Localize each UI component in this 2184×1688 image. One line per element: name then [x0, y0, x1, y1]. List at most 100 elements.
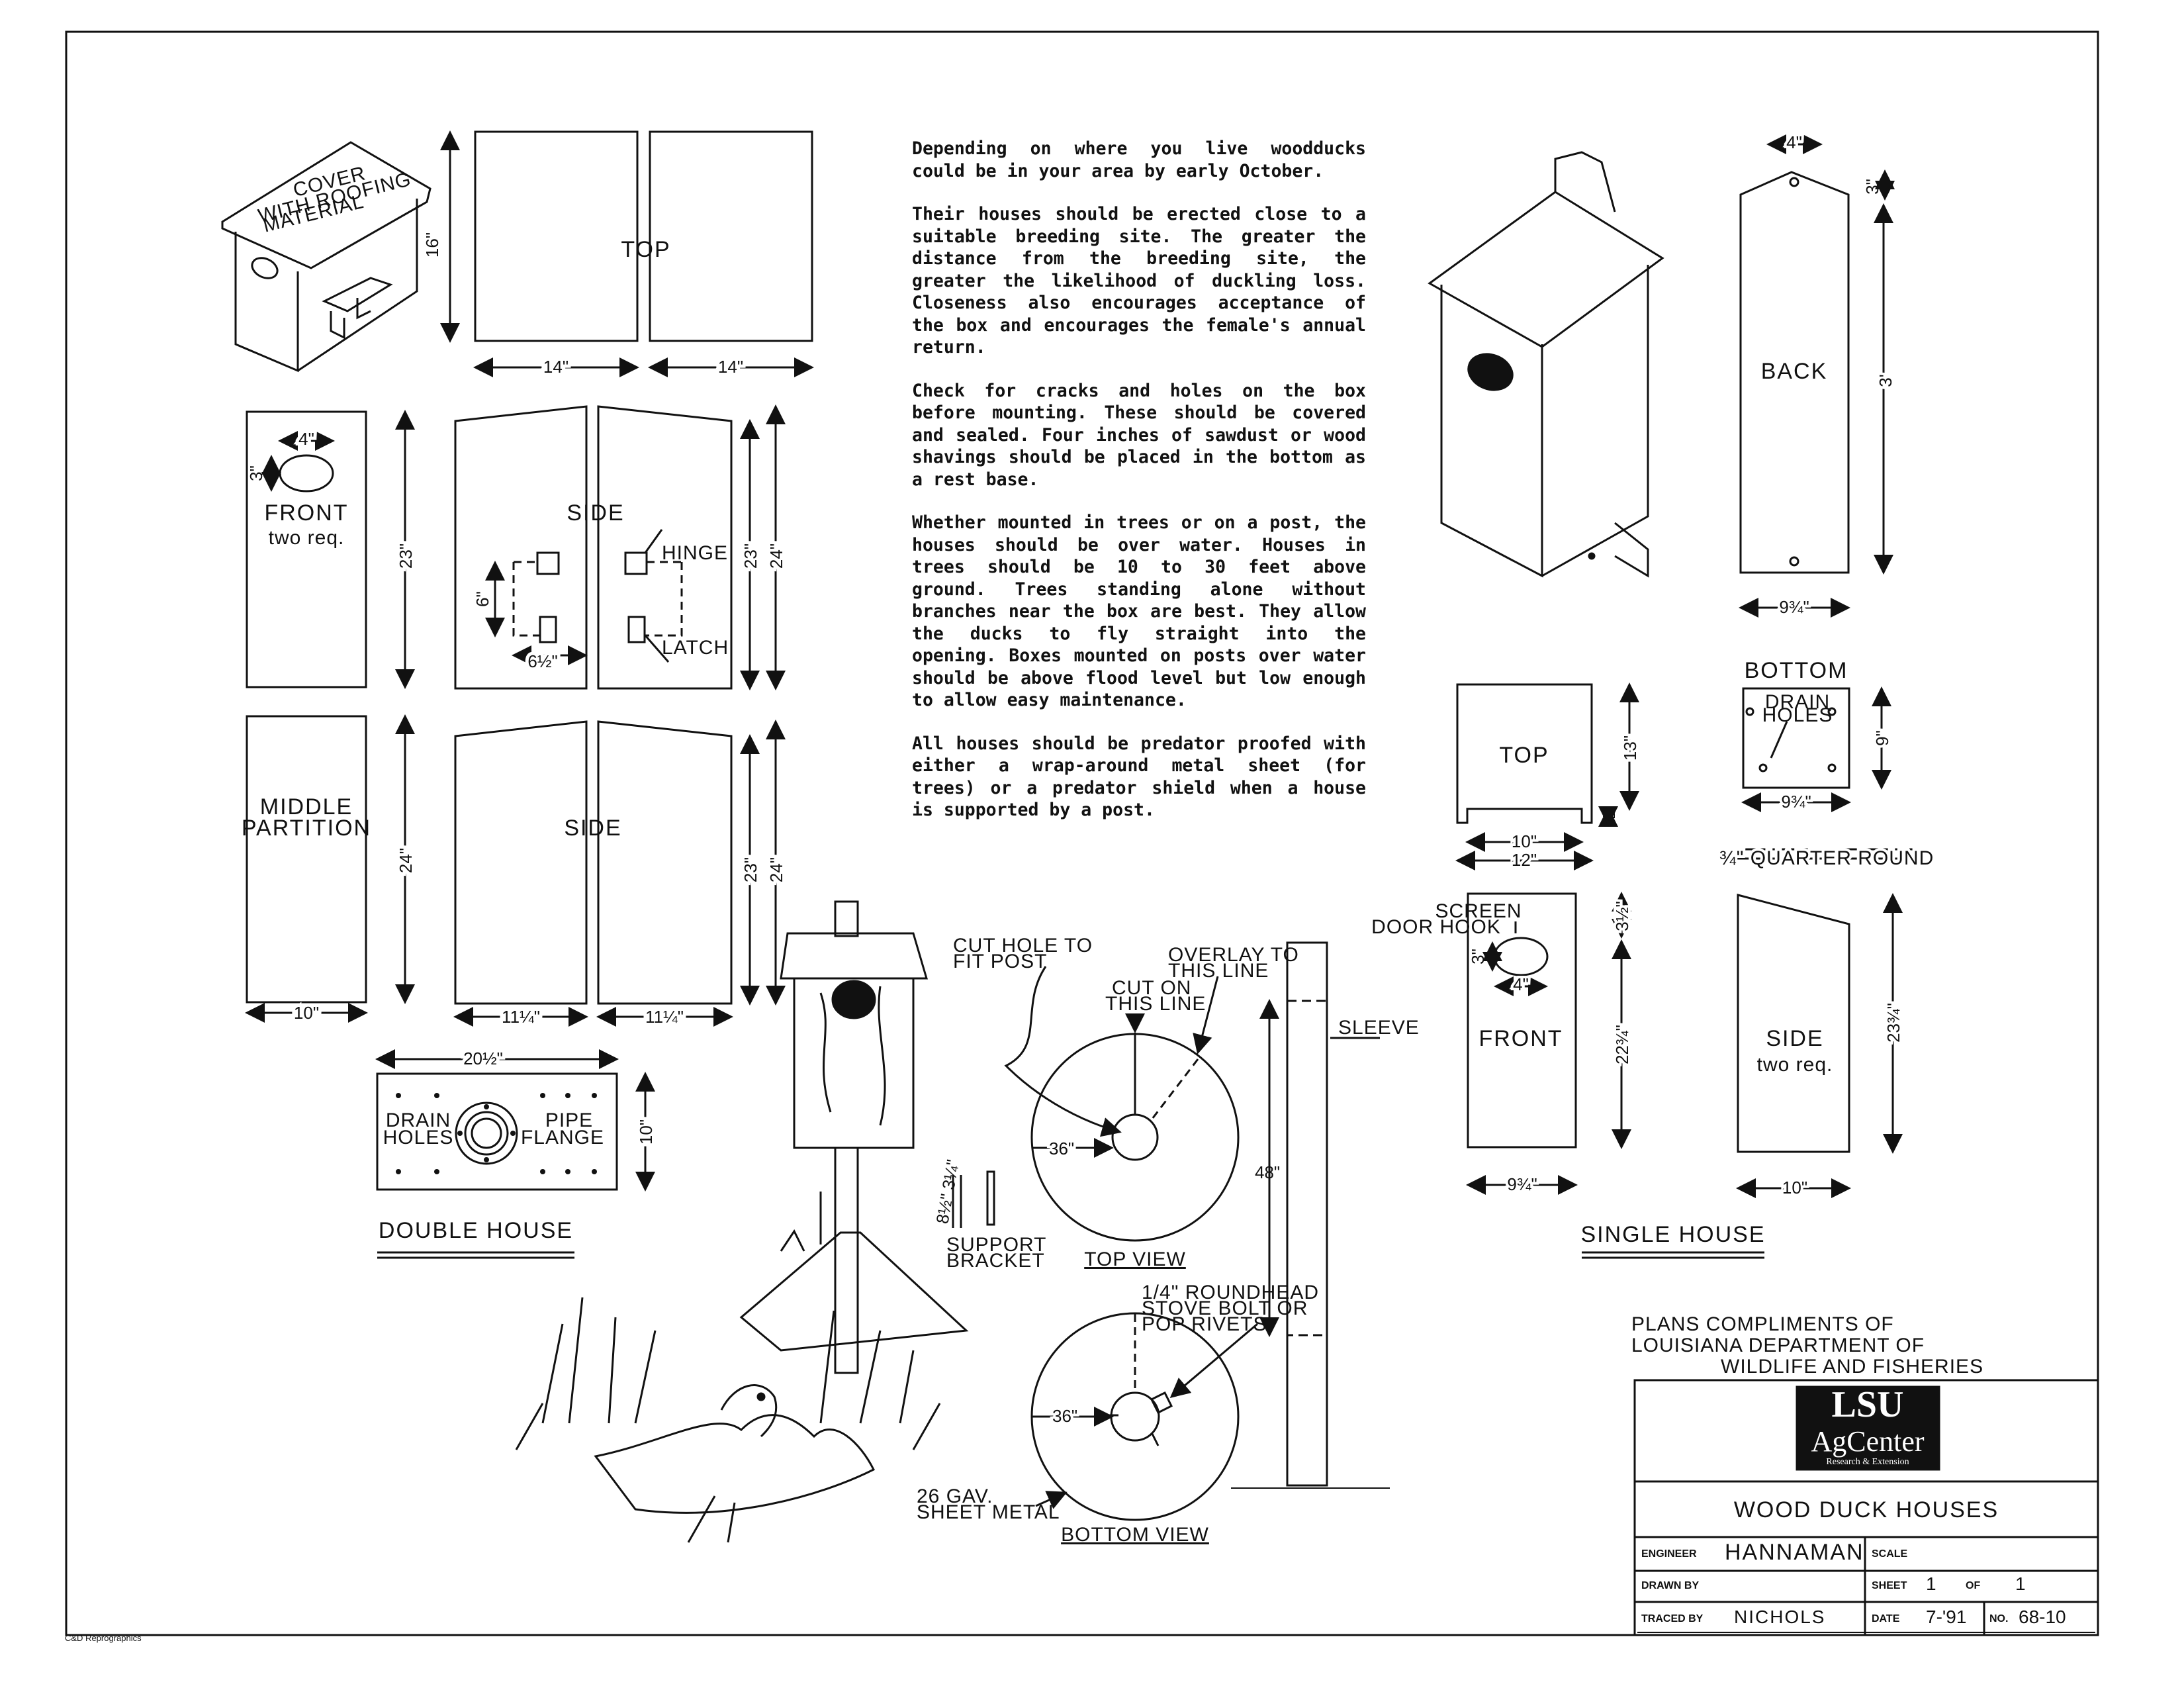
double-side-1-left — [454, 405, 588, 690]
double-front-hole-width: 4" — [298, 429, 314, 449]
logo-line-1: LSU — [1832, 1384, 1904, 1425]
single-top-label: TOP — [1499, 743, 1549, 768]
bottom-drain-1: DRAIN — [1765, 691, 1830, 713]
metal-2: SHEET METAL — [917, 1501, 1060, 1523]
sleeve-length: 48" — [1255, 1162, 1280, 1182]
bolt-2: STOVE BOLT OR — [1142, 1297, 1308, 1319]
no-value: 68-10 — [2019, 1607, 2066, 1627]
back-top-height: 3" — [1862, 179, 1882, 195]
note-paragraph: Their houses should be erected close to … — [912, 204, 1366, 357]
single-top-notch: ½" — [1599, 807, 1619, 827]
sleeve — [1286, 1000, 1328, 1336]
dim-6: 6" — [473, 591, 492, 607]
scale-label: SCALE — [1872, 1548, 1908, 1560]
double-top-left-panel — [474, 130, 639, 342]
overlay-1: OVERLAY TO — [1168, 944, 1299, 966]
sheet-border — [65, 30, 2099, 1636]
single-back-panel — [1739, 171, 1850, 574]
single-front-height: 22¾" — [1612, 1025, 1632, 1064]
middle-partition-panel — [246, 715, 367, 1004]
back-label: BACK — [1761, 359, 1828, 384]
note-paragraph: All houses should be predator proofed wi… — [912, 733, 1366, 821]
traced-label: TRACED BY — [1641, 1613, 1704, 1624]
middle-label-1: MIDDLE — [260, 794, 353, 820]
date-label: DATE — [1872, 1613, 1900, 1624]
double-side-1-right — [597, 405, 733, 690]
double-front-panel — [246, 410, 367, 688]
single-side-panel — [1737, 894, 1850, 1153]
bottom-label: BOTTOM — [1745, 658, 1848, 683]
cut-on-2: THIS LINE — [1105, 993, 1206, 1015]
base-drain-1: DRAIN — [386, 1109, 451, 1131]
double-side-1-label: SIDE — [567, 500, 624, 526]
top-view-label: TOP VIEW — [1084, 1248, 1186, 1270]
double-front-height: 23" — [396, 543, 416, 569]
engineer-label: ENGINEER — [1641, 1548, 1697, 1560]
drawn-label: DRAWN BY — [1641, 1580, 1699, 1591]
single-house-title: SINGLE HOUSE — [1580, 1222, 1765, 1247]
reprographics-credit: C&D Reprographics — [65, 1633, 142, 1643]
cut-hole-1: CUT HOLE TO — [953, 935, 1093, 957]
title-block-title: WOOD DUCK HOUSES — [1734, 1497, 1999, 1523]
bracket-dims: 8½" 3¼" — [932, 1158, 963, 1225]
base-pipe-1: PIPE — [545, 1109, 593, 1131]
double-side-2-left — [454, 720, 588, 1005]
bottom-drain-2: HOLES — [1762, 704, 1833, 726]
single-front-hole-h: 3" — [1468, 949, 1488, 964]
middle-height: 24" — [396, 848, 416, 873]
single-front-top-gap: 3½" — [1612, 901, 1632, 931]
quarter-round-strip — [1735, 848, 1922, 860]
double-house-isometric — [221, 141, 432, 373]
double-top-width-right: 14" — [718, 357, 743, 377]
hinge-label: HINGE — [662, 542, 728, 564]
instruction-notes: Depending on where you live woodducks co… — [912, 138, 1366, 843]
note-paragraph: Depending on where you live woodducks co… — [912, 138, 1366, 181]
credits-2: LOUISIANA DEPARTMENT OF — [1631, 1335, 1925, 1356]
double-base-plate — [376, 1072, 618, 1191]
bolt-1: 1/4" ROUNDHEAD — [1142, 1282, 1319, 1303]
sheet-value: 1 — [1926, 1573, 1936, 1594]
middle-width: 10" — [294, 1003, 319, 1023]
single-bottom-panel — [1742, 687, 1850, 789]
double-side-2-inner-h: 23" — [741, 857, 760, 882]
bottom-view-label: BOTTOM VIEW — [1061, 1524, 1209, 1546]
logo-line-3: Research & Extension — [1826, 1457, 1909, 1467]
double-side-2-label: SIDE — [564, 816, 621, 841]
note-paragraph: Check for cracks and holes on the box be… — [912, 380, 1366, 490]
post-mounted-house-illustration — [739, 900, 995, 1374]
latch-label: LATCH — [662, 637, 729, 659]
bottom-height: 9" — [1872, 730, 1892, 746]
double-top-width-left: 14" — [543, 357, 569, 377]
double-top-height: 16" — [422, 232, 442, 258]
double-front-label: FRONT — [264, 500, 348, 526]
quarter-round-label: ¾" QUARTER ROUND — [1719, 847, 1934, 869]
single-top-w-outer: 12" — [1512, 850, 1537, 870]
cut-hole-2: FIT POST — [953, 951, 1047, 972]
double-front-hole-height: 3" — [246, 465, 266, 481]
double-house-title: DOUBLE HOUSE — [379, 1218, 573, 1243]
logo-line-2: AgCenter — [1811, 1425, 1924, 1458]
single-side-height: 23¾" — [1884, 1003, 1903, 1043]
date-value: 7-'91 — [1926, 1607, 1966, 1627]
overlay-2: THIS LINE — [1168, 960, 1269, 982]
screen-hook-2: DOOR HOOK — [1371, 916, 1501, 938]
base-drain-2: HOLES — [383, 1127, 454, 1149]
support-1: SUPPORT — [946, 1234, 1046, 1256]
double-side-2-width-right: 11¼" — [645, 1007, 684, 1027]
credits-1: PLANS COMPLIMENTS OF — [1631, 1313, 1894, 1335]
double-side-2-outer-h: 24" — [766, 857, 786, 882]
support-2: BRACKET — [946, 1250, 1045, 1272]
bolt-3: POP RIVETS — [1142, 1313, 1267, 1335]
title-block — [1633, 1379, 2099, 1636]
double-front-sub: two req. — [269, 527, 345, 549]
back-top-width: 4" — [1786, 132, 1802, 152]
engineer-value: HANNAMAN — [1725, 1540, 1864, 1565]
bottom-width: 9¾" — [1781, 792, 1811, 812]
credits-3: WILDLIFE AND FISHERIES — [1721, 1356, 1983, 1378]
of-value: 1 — [2015, 1573, 2026, 1594]
single-side-sub: two req. — [1757, 1054, 1833, 1076]
single-house-isometric — [1428, 151, 1664, 578]
post — [1286, 941, 1328, 1487]
back-height: 3' — [1876, 374, 1895, 387]
base-height: 10" — [636, 1119, 656, 1145]
